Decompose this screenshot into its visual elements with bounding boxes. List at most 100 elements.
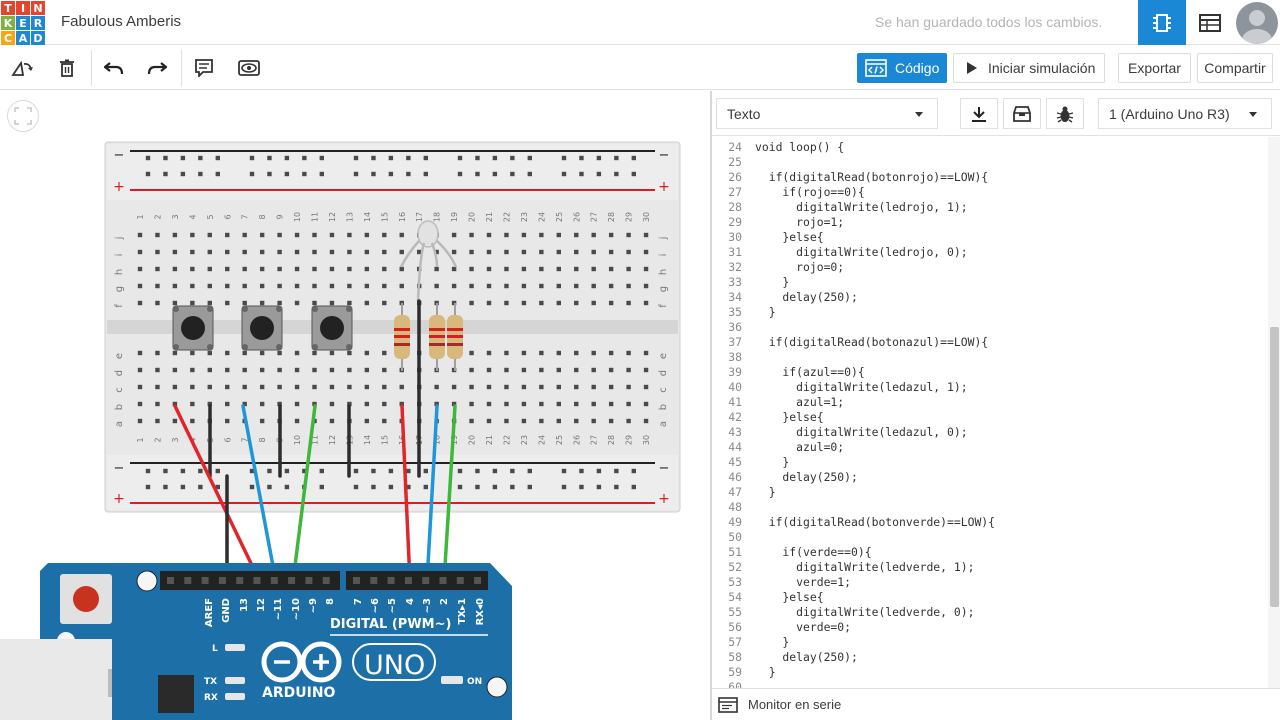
breadboard-hole[interactable] [172, 384, 178, 390]
breadboard-hole[interactable] [556, 418, 561, 424]
arduino-reset-button[interactable] [73, 586, 99, 612]
breadboard-hole[interactable] [521, 418, 527, 424]
breadboard-hole[interactable] [556, 300, 561, 306]
breadboard-hole[interactable] [371, 171, 376, 177]
breadboard-hole[interactable] [457, 171, 463, 177]
breadboard-hole[interactable] [347, 367, 352, 373]
header-pin[interactable] [370, 577, 378, 584]
header-pin[interactable] [201, 577, 209, 584]
breadboard-hole[interactable] [347, 384, 352, 390]
breadboard-hole[interactable] [259, 300, 265, 306]
code-line[interactable]: 39 if(azul==0){ [712, 365, 1268, 380]
code-button[interactable]: Código [857, 53, 947, 83]
delete-button[interactable] [51, 52, 83, 84]
code-line[interactable]: 47 } [712, 485, 1268, 500]
breadboard-hole[interactable] [145, 468, 151, 474]
breadboard-hole[interactable] [242, 300, 247, 306]
breadboard-hole[interactable] [267, 468, 272, 474]
breadboard-hole[interactable] [371, 155, 376, 161]
code-line[interactable]: 48 [712, 500, 1268, 515]
breadboard-hole[interactable] [521, 350, 527, 356]
breadboard-hole[interactable] [319, 468, 324, 474]
breadboard-hole[interactable] [591, 367, 596, 373]
code-line[interactable]: 44 azul=0; [712, 440, 1268, 455]
breadboard-hole[interactable] [284, 468, 290, 474]
breadboard-hole[interactable] [364, 418, 370, 424]
breadboard-hole[interactable] [353, 468, 359, 474]
breadboard-hole[interactable] [486, 283, 492, 289]
header-pin[interactable] [353, 577, 360, 584]
breadboard-hole[interactable] [469, 266, 474, 272]
breadboard-hole[interactable] [539, 367, 544, 373]
breadboard-hole[interactable] [137, 249, 143, 255]
breadboard-hole[interactable] [561, 484, 567, 490]
start-simulation-button[interactable]: Iniciar simulación [953, 53, 1105, 83]
breadboard-hole[interactable] [155, 283, 160, 289]
breadboard-hole[interactable] [556, 283, 561, 289]
breadboard-hole[interactable] [626, 232, 631, 238]
breadboard-hole[interactable] [163, 171, 168, 177]
breadboard-hole[interactable] [190, 249, 195, 255]
breadboard-hole[interactable] [423, 484, 428, 490]
breadboard-hole[interactable] [521, 283, 527, 289]
breadboard-hole[interactable] [486, 367, 492, 373]
header-pin[interactable] [167, 577, 174, 584]
breadboard-hole[interactable] [180, 155, 186, 161]
breadboard-hole[interactable] [643, 266, 649, 272]
breadboard-hole[interactable] [556, 232, 561, 238]
toggle-notes-visibility-button[interactable] [233, 52, 265, 84]
breadboard-hole[interactable] [364, 283, 370, 289]
breadboard-hole[interactable] [207, 401, 212, 407]
header-pin[interactable] [439, 577, 447, 584]
code-line[interactable]: 56 verde=0; [712, 620, 1268, 635]
breadboard-hole[interactable] [574, 232, 579, 238]
breadboard-hole[interactable] [504, 232, 509, 238]
breadboard-hole[interactable] [382, 232, 387, 238]
wire-pin2-green-led[interactable] [442, 404, 457, 584]
breadboard-hole[interactable] [249, 171, 255, 177]
breadboard-hole[interactable] [198, 155, 203, 161]
breadboard-hole[interactable] [591, 232, 596, 238]
breadboard-hole[interactable] [259, 401, 265, 407]
breadboard-hole[interactable] [521, 367, 527, 373]
breadboard-hole[interactable] [294, 350, 300, 356]
breadboard-hole[interactable] [579, 484, 584, 490]
breadboard-hole[interactable] [643, 249, 649, 255]
code-line[interactable]: 59 } [712, 665, 1268, 680]
breadboard-hole[interactable] [510, 155, 515, 161]
breadboard-hole[interactable] [539, 232, 544, 238]
breadboard-hole[interactable] [329, 266, 335, 272]
breadboard-hole[interactable] [451, 384, 457, 390]
breadboard-hole[interactable] [475, 468, 480, 474]
breadboard-hole[interactable] [155, 232, 160, 238]
breadboard-hole[interactable] [451, 283, 457, 289]
breadboard-hole[interactable] [521, 249, 527, 255]
breadboard-hole[interactable] [591, 249, 596, 255]
code-line[interactable]: 23 [712, 137, 1268, 140]
breadboard-hole[interactable] [137, 266, 143, 272]
breadboard-hole[interactable] [539, 350, 544, 356]
code-line[interactable]: 31 digitalWrite(ledrojo, 0); [712, 245, 1268, 260]
breadboard-hole[interactable] [190, 232, 195, 238]
breadboard-hole[interactable] [172, 283, 178, 289]
breadboard-hole[interactable] [225, 232, 230, 238]
breadboard-hole[interactable] [504, 418, 509, 424]
breadboard-hole[interactable] [347, 283, 352, 289]
breadboard-hole[interactable] [215, 484, 220, 490]
breadboard-hole[interactable] [294, 266, 300, 272]
breadboard-hole[interactable] [207, 266, 212, 272]
breadboard-hole[interactable] [643, 350, 649, 356]
breadboard-hole[interactable] [510, 468, 515, 474]
breadboard-hole[interactable] [492, 468, 498, 474]
header-pin[interactable] [404, 577, 412, 584]
breadboard-hole[interactable] [469, 350, 474, 356]
breadboard-hole[interactable] [556, 384, 561, 390]
breadboard-hole[interactable] [643, 283, 649, 289]
breadboard-hole[interactable] [388, 155, 394, 161]
breadboard-hole[interactable] [312, 367, 317, 373]
code-line[interactable]: 43 digitalWrite(ledazul, 0); [712, 425, 1268, 440]
breadboard-hole[interactable] [190, 418, 195, 424]
breadboard-hole[interactable] [163, 484, 168, 490]
